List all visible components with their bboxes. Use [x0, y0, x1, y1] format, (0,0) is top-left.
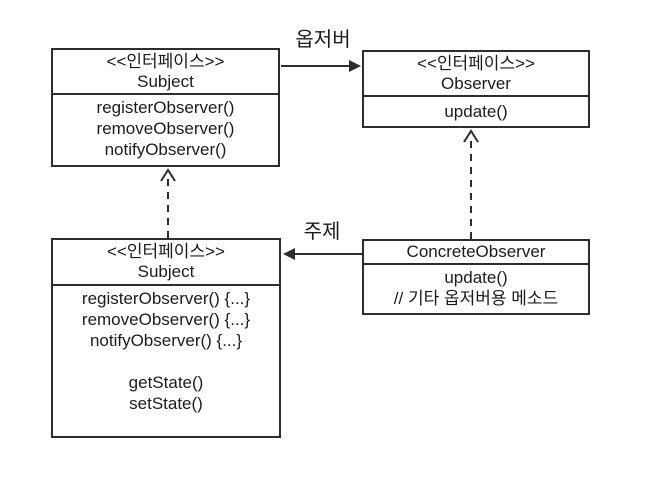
edge-label-observer: 옵저버: [295, 29, 351, 51]
class-box-concrete-observer: ConcreteObserver update() // 기타 옵저버용 메소드: [362, 239, 590, 315]
class-box-subject-interface: <<인터페이스>> Subject registerObserver() rem…: [51, 48, 280, 167]
class-header: <<인터페이스>> Observer: [364, 52, 588, 97]
association-arrow-subject: [283, 248, 362, 260]
class-header: <<인터페이스>> Subject: [53, 50, 278, 95]
class-stereotype: <<인터페이스>>: [417, 53, 535, 73]
class-name: ConcreteObserver: [406, 242, 546, 261]
method-line: registerObserver() {...}: [81, 289, 251, 308]
class-name: Observer: [441, 73, 511, 93]
method-line: // 기타 옵저버용 메소드: [393, 289, 559, 308]
method-line: setState(): [129, 394, 203, 413]
class-stereotype: <<인터페이스>>: [106, 51, 225, 71]
association-arrow-observer: [281, 60, 361, 72]
realization-arrow-observer: [463, 129, 479, 239]
edge-label-subject: 주제: [303, 221, 341, 243]
method-line: notifyObserver(): [104, 140, 227, 159]
method-line: notifyObserver() {...}: [89, 331, 243, 350]
class-methods: registerObserver() {...} removeObserver(…: [53, 286, 279, 436]
realization-arrow-subject: [160, 168, 176, 238]
class-name: Subject: [137, 262, 195, 281]
class-box-concrete-subject: <<인터페이스>> Subject registerObserver() {..…: [51, 238, 281, 438]
method-line: update(): [444, 268, 508, 287]
class-methods: update() // 기타 옵저버용 메소드: [364, 265, 588, 313]
method-line: update(): [444, 102, 508, 121]
class-header: <<인터페이스>> Subject: [53, 240, 279, 286]
class-methods: update(): [364, 97, 588, 126]
method-line: removeObserver(): [96, 119, 235, 138]
class-name: Subject: [137, 71, 194, 91]
class-methods: registerObserver() removeObserver() noti…: [53, 95, 278, 165]
method-line: registerObserver(): [96, 98, 235, 117]
method-line: getState(): [128, 373, 204, 392]
class-stereotype: <<인터페이스>>: [107, 242, 225, 261]
class-header: ConcreteObserver: [364, 241, 588, 265]
method-line: removeObserver() {...}: [81, 310, 251, 329]
class-box-observer-interface: <<인터페이스>> Observer update(): [362, 50, 590, 128]
